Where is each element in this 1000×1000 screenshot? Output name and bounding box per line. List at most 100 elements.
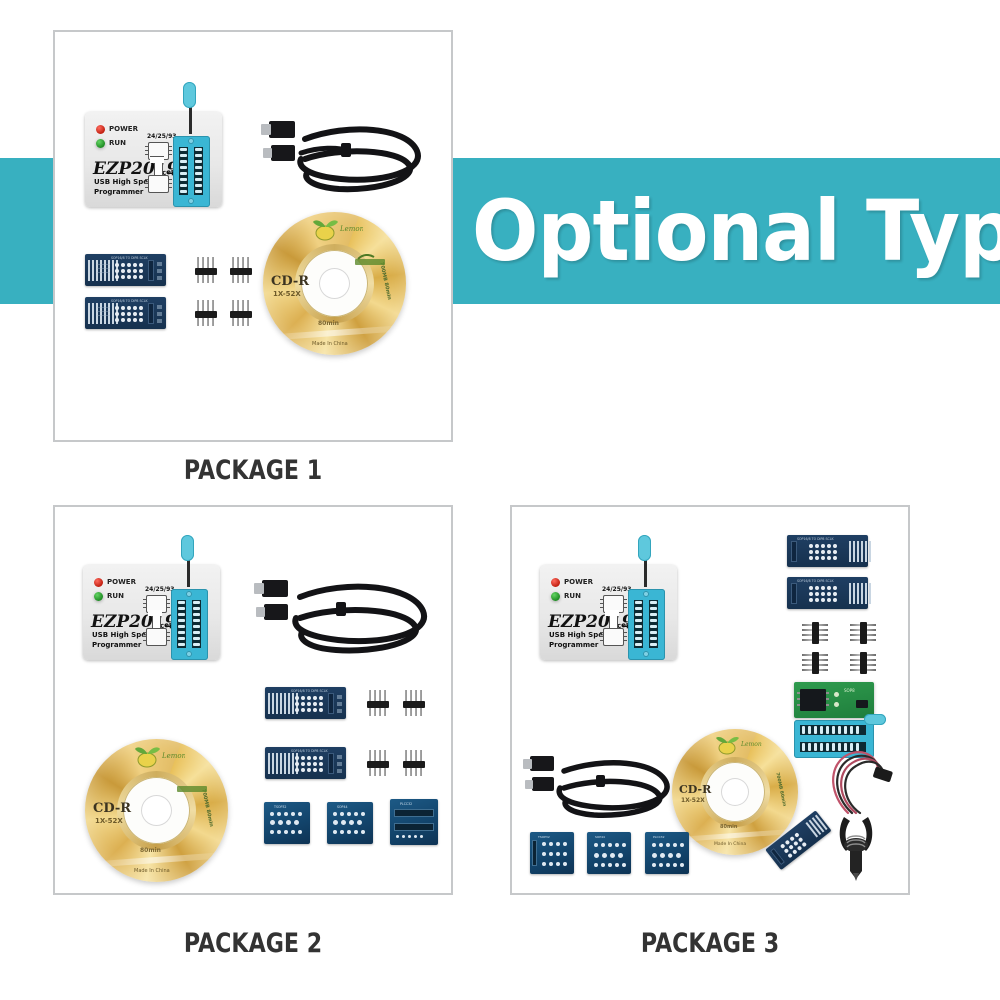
lemon-band-icon [355,253,387,275]
device-brand-label: EZP2019+ [93,159,193,179]
cd-inner-note: 80min [140,847,161,854]
power-led-icon [94,578,103,587]
soic8-test-clip [820,747,900,887]
usb-plug-a [530,756,554,771]
zif-lever-stem [189,100,192,134]
run-led-icon [94,592,103,601]
usb-cable-2 [254,567,435,662]
usb-plug-b-tip [263,148,272,158]
square-adapter-2: SOP44 [587,832,631,874]
usb-plug-b [264,604,288,620]
device-subtitle-2: Programmer [92,641,142,649]
zif-socket [173,136,210,207]
square-adapter-2: SOP44 [327,802,373,844]
pin-header-2 [403,690,425,716]
pin-header-4 [230,300,252,326]
square-adapter-label: SOP44 [595,835,605,839]
chip-outline-bottom [600,628,627,646]
programmer-device-3: POWER RUN EZP2019+ copy USB High Speed P… [540,535,677,660]
zif-lever-handle [638,535,651,561]
svg-text:Lemon: Lemon [740,741,762,748]
sop-board-label: SOP16/8 TO DIP8 SCLK [291,749,328,753]
run-led-label: RUN [107,592,124,600]
sop-board-label: SOP16/8 TO DIP8 SCLK [291,689,328,693]
usb-plug-a-tip [523,759,532,769]
sop-board-label: SOP16/8 TO DIP8 SCLK [111,256,148,260]
sop-adapter-board-2: SOP16/8 TO DIP8 SCLK [85,297,166,329]
square-adapter-1: TSOP32 [530,832,574,874]
sop-adapter-board-1: SOP16/8 TO DIP8 SCLK [787,535,871,567]
chip-codes-label: 24/25/93 [602,586,632,593]
lemon-logo-icon: Lemon [714,734,762,763]
usb-plug-b-tip [525,780,533,789]
cd-bottom-note: Made In China [312,341,348,347]
pin-header-3 [802,652,828,674]
square-adapter-3: PLCC32 [645,832,689,874]
square-adapter-1: TSOP32 [264,802,310,844]
power-led-icon [96,125,105,134]
zif-lever-handle [183,82,196,108]
usb-plug-a-tip [254,583,264,594]
cd-side-note: 700MB 80min [774,772,787,807]
square-adapter-label: PLCC32 [653,835,665,839]
cd-title: CD-R [271,274,310,289]
device-subtitle-1: USB High Speed [549,631,613,639]
square-adapter-3: PLCC32 [390,799,438,845]
green-board-ic [797,689,829,711]
cd-r-disc-2: CD-R 1X-52X 80min 700MB 80min Made In Ch… [85,739,228,882]
sop-board-label: SOP16/8 TO DIP8 SCLK [797,537,834,541]
zif-lever-stem [644,553,647,587]
power-led-label: POWER [109,125,138,133]
run-led-label: RUN [564,592,581,600]
sop-adapter-board-1: SOP16/8 TO DIP8 SCLK [265,687,346,719]
pin-header-3 [367,750,389,776]
zif-lever-handle [181,535,194,561]
zif-lever-stem [187,553,190,587]
cd-capacity: 1X-52X [273,290,301,298]
usb-plug-a [262,580,288,597]
pin-header-1 [367,690,389,716]
pin-header-3 [195,300,217,326]
device-subtitle-2: Programmer [94,188,144,196]
power-led-icon [551,578,560,587]
lemon-logo-icon: Lemon [133,745,187,776]
sop-adapter-board-2: SOP16/8 TO DIP8 SCLK [265,747,346,779]
sop-board-label: SOP16/8 TO DIP8 SCLK [111,299,148,303]
cd-title: CD-R [679,783,712,796]
cd-title: CD-R [93,801,132,816]
cd-bottom-note: Made In China [714,842,747,847]
svg-text:Lemon: Lemon [161,752,185,760]
device-brand-label: EZP2019+ [91,612,191,632]
cd-r-disc-3: CD-R 1X-52X 80min 700MB 80min Made In Ch… [672,729,798,855]
green-board-lever [864,714,886,725]
lemon-logo-icon: Lemon [311,218,365,249]
cd-inner-note: 80min [318,320,339,327]
square-adapter-label: TSOP32 [538,835,550,839]
package-1-panel: POWER RUN EZP2019+ copy USB High Speed P… [53,30,453,442]
usb-plug-a [269,121,295,138]
copy-arrow-head [150,157,164,163]
zif-socket [628,589,665,660]
usb-plug-a-tip [261,124,271,135]
usb-plug-b [532,777,554,791]
package-3-panel: POWER RUN EZP2019+ copy USB High Speed P… [510,505,910,895]
square-adapter-label: PLCC32 [400,802,413,806]
pin-header-4 [403,750,425,776]
chip-outline-bottom [143,628,170,646]
package-2-panel: POWER RUN EZP2019+ copy USB High Speed P… [53,505,453,895]
power-led-label: POWER [564,578,593,586]
programmer-device-1: POWER RUN EZP2019+ copy USB High Speed P… [85,82,222,207]
copy-arrow-head [605,610,619,616]
package-3-caption: PACKAGE 3 [640,928,780,959]
power-led-label: POWER [107,578,136,586]
chip-outline-bottom [145,175,172,193]
pin-header-2 [850,622,876,644]
usb-plug-b [271,145,295,161]
pin-header-1 [195,257,217,283]
zif-socket [171,589,208,660]
chip-outline-top [145,142,172,160]
package-2-caption: PACKAGE 2 [183,928,323,959]
run-led-icon [551,592,560,601]
usb-plug-b-tip [256,607,265,617]
run-led-label: RUN [109,139,126,147]
